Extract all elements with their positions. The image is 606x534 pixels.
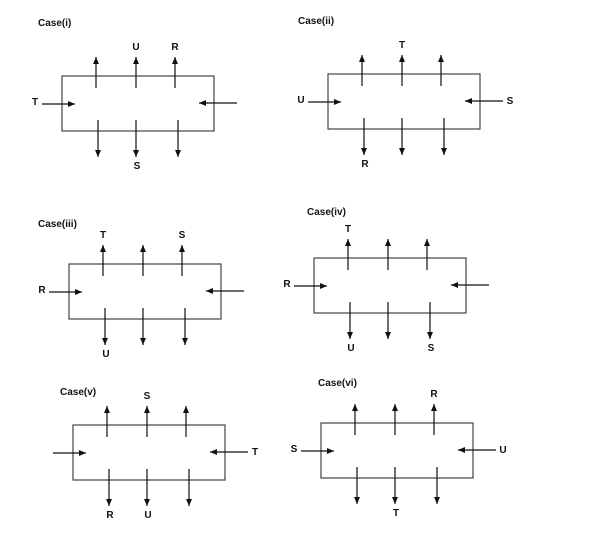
top-label: U (132, 42, 139, 53)
left-label: T (32, 97, 38, 108)
case-2: Case(ii) T R U S (297, 16, 513, 170)
top-label: T (399, 40, 405, 51)
left-label: R (283, 279, 291, 290)
right-label: T (252, 447, 258, 458)
right-label: S (507, 96, 514, 107)
bottom-label: U (102, 349, 109, 360)
case-title: Case(i) (38, 18, 71, 29)
box (72, 424, 226, 481)
case-3: Case(iii) T S U R (38, 219, 244, 360)
case-4: Case(iv) T U S R (283, 207, 489, 354)
case-6: Case(vi) R T S U (291, 378, 507, 519)
right-label: U (499, 445, 506, 456)
top-label: R (171, 42, 179, 53)
bottom-label: S (134, 161, 141, 172)
top-label: S (144, 391, 151, 402)
bottom-label: U (144, 510, 151, 521)
case-5: Case(v) S R U T (53, 387, 258, 521)
top-label: T (100, 230, 106, 241)
bottom-label: T (393, 508, 399, 519)
left-label: R (38, 285, 46, 296)
box (320, 422, 474, 479)
case-title: Case(vi) (318, 378, 357, 389)
bottom-label: S (428, 343, 435, 354)
box (313, 257, 467, 314)
case-title: Case(iii) (38, 219, 77, 230)
left-label: S (291, 444, 298, 455)
case-1: Case(i) U R S T (32, 18, 237, 172)
left-label: U (297, 95, 304, 106)
top-label: R (430, 389, 438, 400)
bottom-label: R (106, 510, 114, 521)
bottom-label: U (347, 343, 354, 354)
box (68, 263, 222, 320)
box (327, 73, 481, 130)
case-title: Case(ii) (298, 16, 334, 27)
case-title: Case(v) (60, 387, 96, 398)
bottom-label: R (361, 159, 369, 170)
top-label: T (345, 224, 351, 235)
top-label: S (179, 230, 186, 241)
case-title: Case(iv) (307, 207, 346, 218)
box (61, 75, 215, 132)
